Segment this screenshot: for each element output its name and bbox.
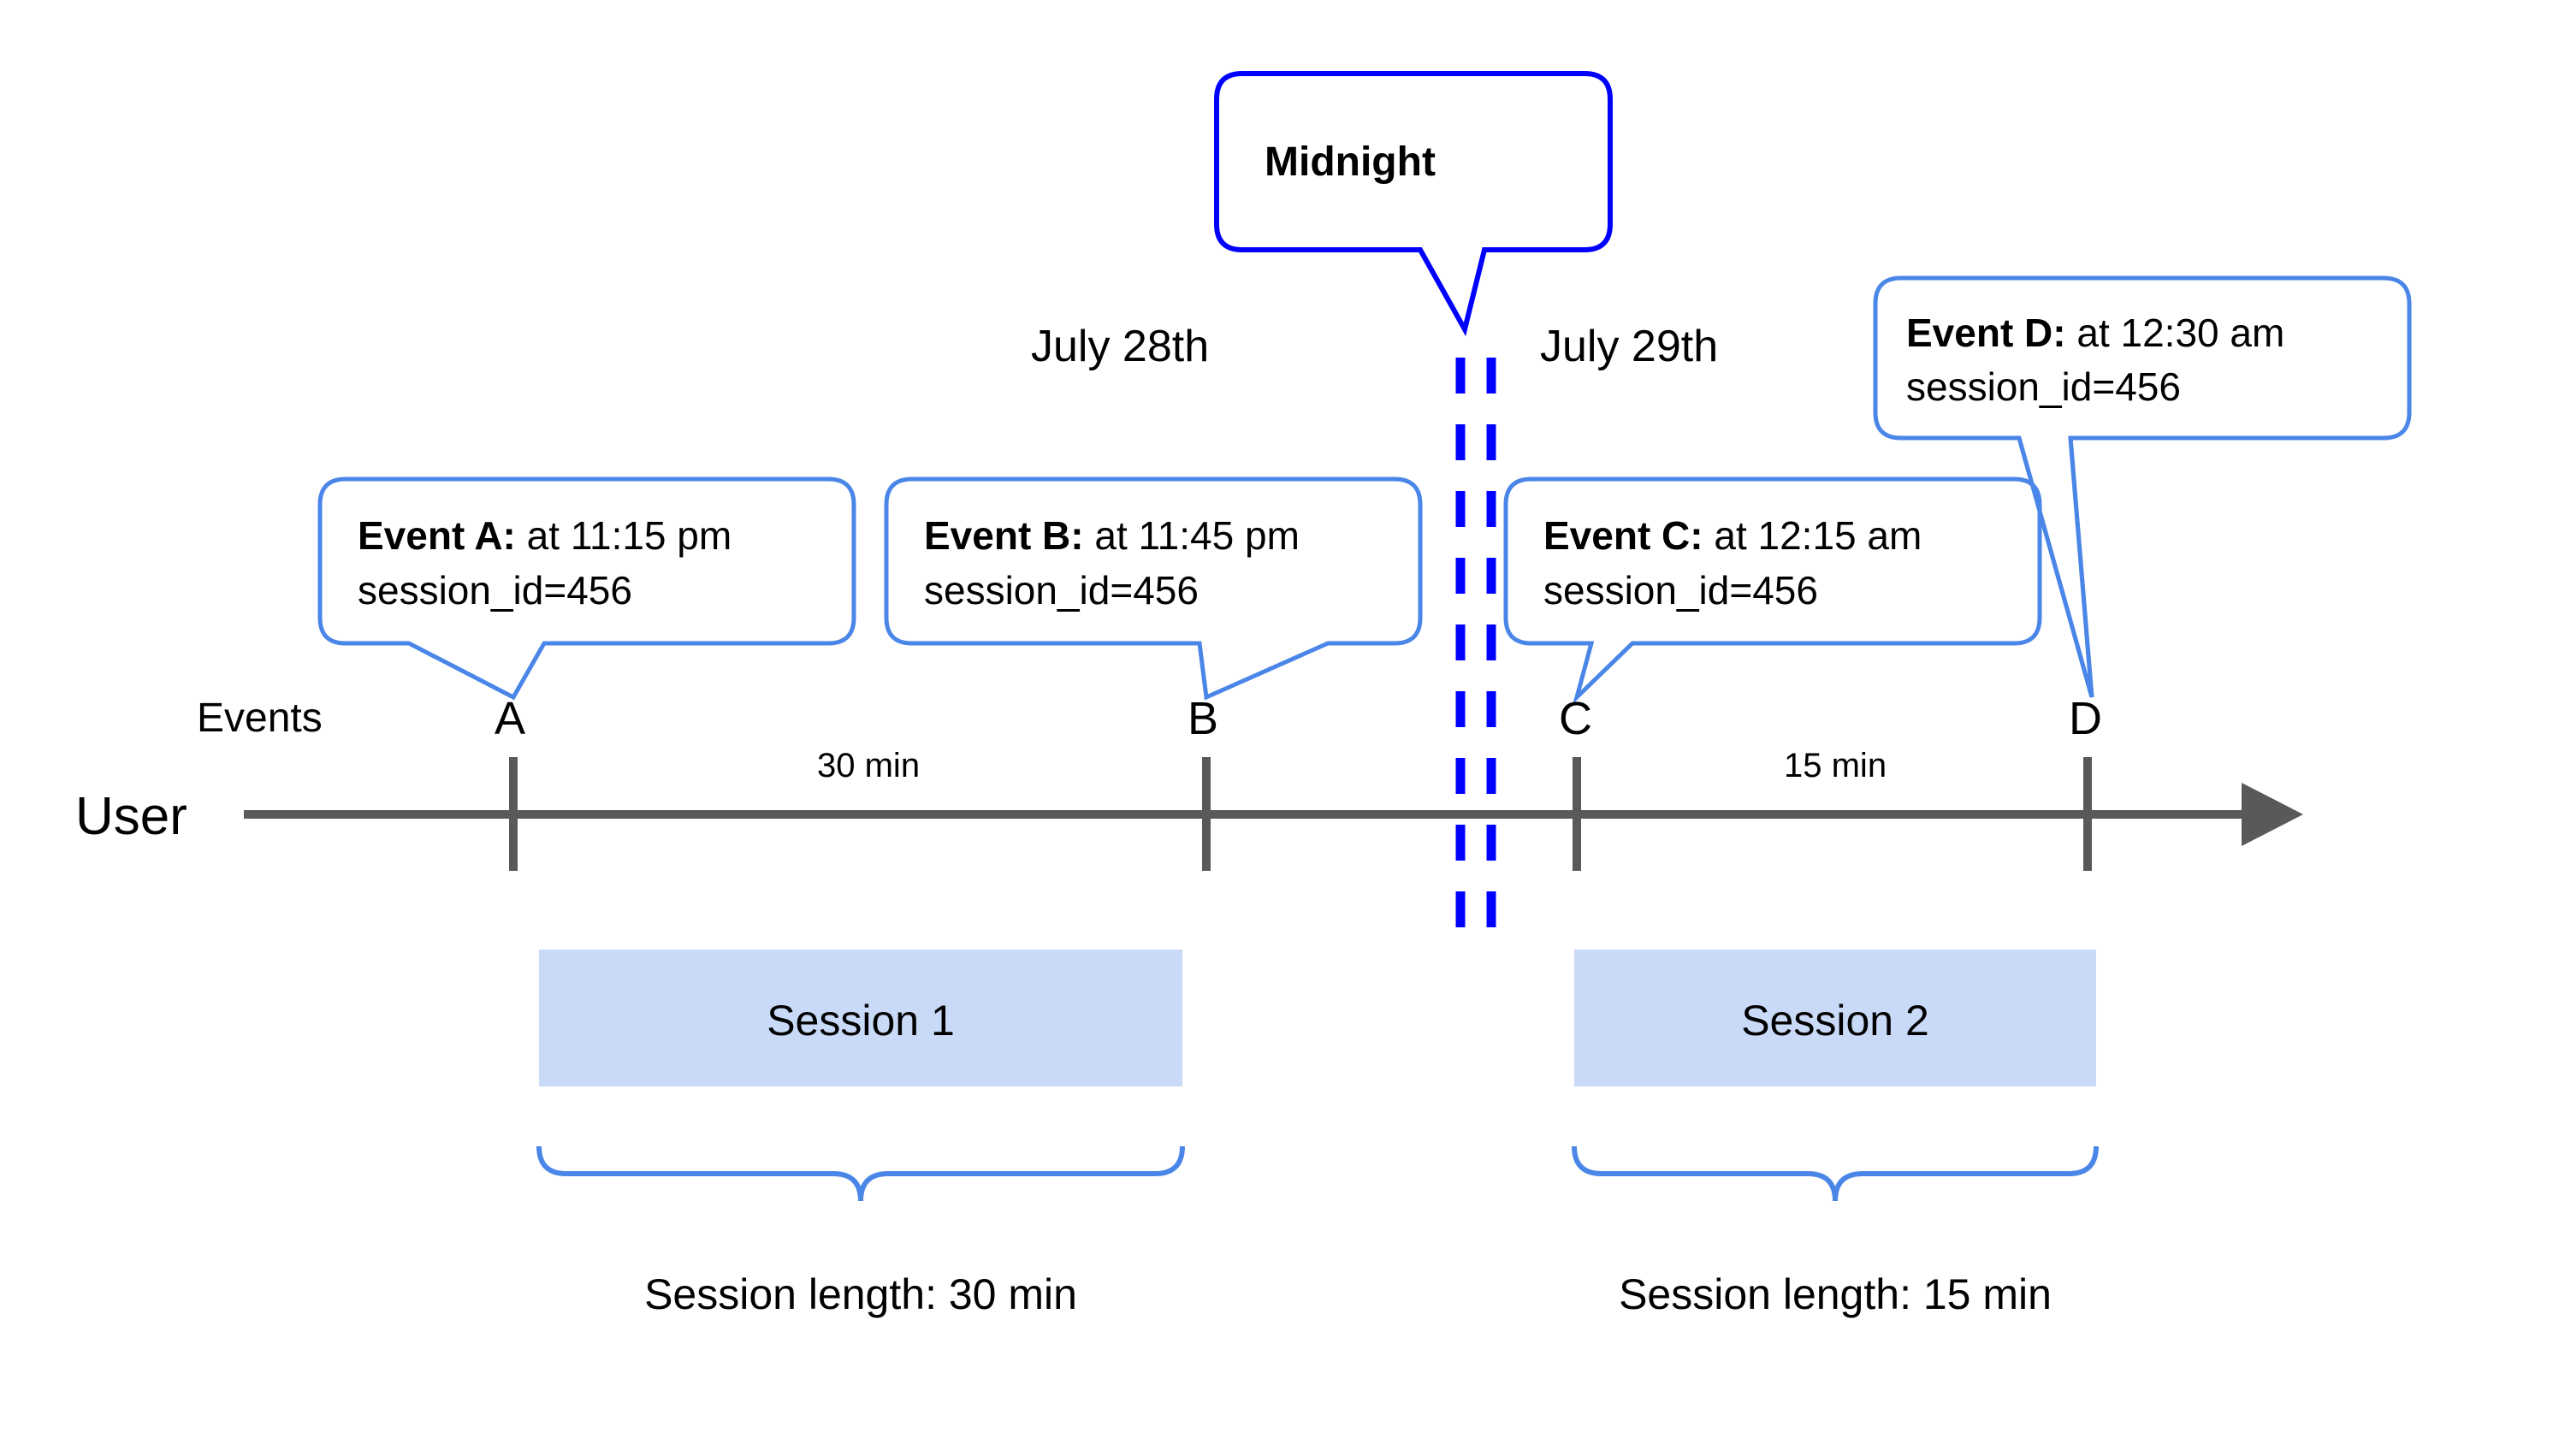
session-box-2: Session 2: [1574, 950, 2096, 1086]
marker-label-a: A: [495, 693, 525, 744]
event-callout-c-title: Event C: at 12:15 am: [1543, 513, 1922, 558]
marker-label-c: C: [1559, 693, 1592, 744]
marker-label-d: D: [2069, 693, 2102, 744]
event-callout-d-title: Event D: at 12:30 am: [1906, 311, 2284, 355]
midnight-callout-shape: [1214, 71, 1613, 337]
event-callout-b-shape: [884, 476, 1423, 701]
event-callout-a-detail: session_id=456: [358, 568, 632, 613]
event-callout-b-title: Event B: at 11:45 pm: [924, 513, 1300, 558]
events-row-label: Events: [197, 695, 323, 741]
event-callout-a: Event A: at 11:15 pm session_id=456: [317, 476, 856, 701]
event-callout-b-detail: session_id=456: [924, 568, 1199, 613]
timeline-axis: [244, 757, 2303, 871]
midnight-divider: [1455, 358, 1496, 937]
session-box-1-label: Session 1: [767, 997, 955, 1045]
date-label-july-28: July 28th: [1031, 322, 1209, 371]
session-box-2-rect: [1574, 950, 2096, 1086]
duration-label-30-min: 30 min: [817, 747, 920, 784]
event-callout-b: Event B: at 11:45 pm session_id=456: [884, 476, 1423, 701]
session-length-label-2: Session length: 15 min: [1619, 1270, 2052, 1318]
timeline-arrowhead-icon: [2242, 783, 2303, 846]
user-row-label: User: [75, 787, 187, 846]
event-callout-c: Event C: at 12:15 am session_id=456: [1503, 476, 2042, 705]
event-callout-d: Event D: at 12:30 am session_id=456: [1873, 275, 2412, 698]
duration-label-15-min: 15 min: [1784, 747, 1887, 784]
event-callout-a-title: Event A: at 11:15 pm: [358, 513, 732, 558]
session-box-2-label: Session 2: [1741, 997, 1929, 1045]
session-length-label-1: Session length: 30 min: [644, 1270, 1077, 1318]
session-brace-2: [1572, 1145, 2099, 1202]
marker-label-b: B: [1188, 693, 1218, 744]
event-callout-d-tail: [2017, 437, 2094, 698]
event-callout-a-shape: [317, 476, 856, 701]
midnight-callout: Midnight: [1214, 71, 1613, 337]
date-label-july-29: July 29th: [1540, 322, 1718, 371]
session-box-1: Session 1: [539, 950, 1182, 1086]
event-callout-d-detail: session_id=456: [1906, 364, 2181, 409]
event-callout-c-detail: session_id=456: [1543, 568, 1818, 613]
session-brace-1: [536, 1145, 1185, 1202]
session-box-1-rect: [539, 950, 1182, 1086]
event-callout-c-shape: [1503, 476, 2042, 705]
midnight-callout-label: Midnight: [1265, 139, 1436, 185]
